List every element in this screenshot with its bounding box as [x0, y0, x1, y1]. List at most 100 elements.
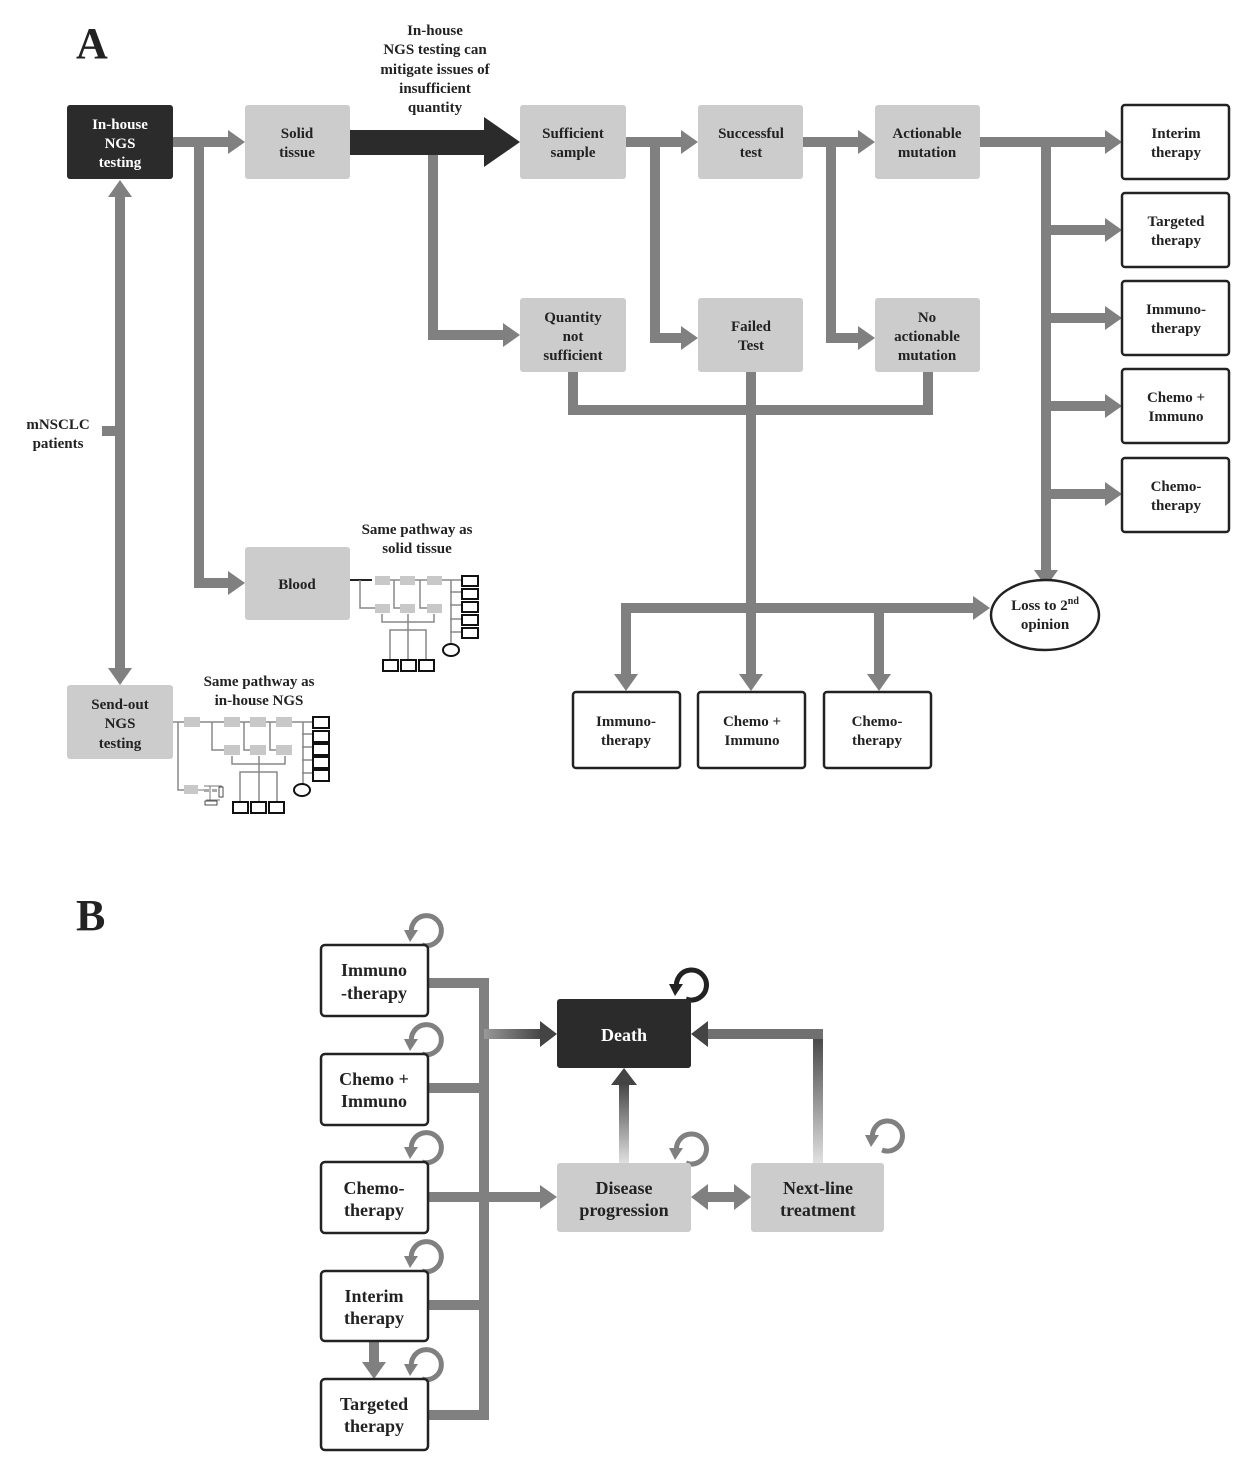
svg-text:Interim: Interim	[1151, 126, 1201, 142]
svg-text:Actionable: Actionable	[892, 126, 962, 142]
node-b-targeted-therapy: Targeted therapy	[319, 1377, 430, 1452]
svg-text:therapy: therapy	[852, 733, 902, 749]
svg-text:sufficient: sufficient	[543, 348, 602, 364]
svg-text:Test: Test	[738, 338, 764, 354]
svg-text:Send-out: Send-out	[91, 697, 149, 713]
svg-text:Immuno: Immuno	[1148, 409, 1203, 425]
node-sendout-ngs: Send-out NGS testing	[67, 685, 173, 759]
svg-text:mitigate issues of: mitigate issues of	[380, 62, 490, 78]
svg-text:tissue: tissue	[279, 145, 315, 161]
svg-text:Immuno: Immuno	[341, 1091, 407, 1111]
node-interim-therapy: Interim therapy	[1120, 103, 1231, 181]
note-blood-pathway: Same pathway as solid tissue	[362, 522, 473, 557]
node-b-chemotherapy: Chemo- therapy	[319, 1160, 430, 1235]
svg-text:Loss to 2nd: Loss to 2nd	[1011, 596, 1079, 614]
annotation-text: In-house NGS testing can mitigate issues…	[380, 23, 490, 116]
node-immunotherapy-bottom: Immuno- therapy	[571, 690, 682, 770]
svg-text:NGS testing can: NGS testing can	[383, 42, 487, 58]
svg-text:Immuno: Immuno	[724, 733, 779, 749]
svg-text:therapy: therapy	[344, 1308, 404, 1328]
note-sendout-pathway: Same pathway as in-house NGS	[204, 674, 315, 709]
svg-text:testing: testing	[99, 736, 142, 752]
svg-text:No: No	[918, 310, 936, 326]
mini-pathway-sendout	[173, 716, 330, 814]
svg-text:Chemo-: Chemo-	[344, 1178, 405, 1198]
svg-text:therapy: therapy	[344, 1416, 404, 1436]
svg-text:Quantity: Quantity	[544, 310, 602, 326]
svg-text:Chemo-: Chemo-	[852, 714, 903, 730]
svg-text:Death: Death	[601, 1025, 647, 1045]
svg-text:mNSCLC: mNSCLC	[26, 417, 89, 433]
node-successful-test: Successful test	[698, 105, 803, 179]
svg-text:Targeted: Targeted	[1148, 214, 1206, 230]
svg-text:quantity: quantity	[408, 100, 463, 116]
svg-text:Chemo-: Chemo-	[1151, 479, 1202, 495]
svg-text:mutation: mutation	[898, 145, 957, 161]
node-b-chemo-immuno: Chemo + Immuno	[319, 1052, 430, 1127]
svg-text:patients: patients	[33, 436, 84, 452]
node-chemotherapy-bottom: Chemo- therapy	[822, 690, 933, 770]
node-b-immunotherapy: Immuno -therapy	[319, 943, 430, 1018]
svg-text:opinion: opinion	[1021, 617, 1070, 633]
node-targeted-therapy: Targeted therapy	[1120, 191, 1231, 269]
svg-text:not: not	[563, 329, 584, 345]
svg-text:sample: sample	[551, 145, 596, 161]
svg-text:therapy: therapy	[1151, 498, 1201, 514]
node-b-death: Death	[557, 999, 691, 1068]
svg-text:In-house: In-house	[407, 23, 463, 39]
panel-a-label: A	[76, 19, 108, 68]
svg-text:Chemo +: Chemo +	[1147, 390, 1205, 406]
svg-text:progression: progression	[579, 1200, 668, 1220]
svg-text:mutation: mutation	[898, 348, 957, 364]
node-actionable-mutation: Actionable mutation	[875, 105, 980, 179]
svg-text:Same pathway as: Same pathway as	[204, 674, 315, 690]
mini-pathway-blood	[350, 575, 479, 672]
svg-text:therapy: therapy	[344, 1200, 404, 1220]
svg-text:Blood: Blood	[278, 577, 316, 593]
svg-text:solid tissue: solid tissue	[382, 541, 452, 557]
panel-b-label: B	[76, 891, 105, 940]
svg-text:in-house NGS: in-house NGS	[215, 693, 304, 709]
connectors-b	[362, 978, 823, 1420]
svg-text:Chemo +: Chemo +	[339, 1069, 409, 1089]
svg-text:Interim: Interim	[345, 1286, 404, 1306]
svg-text:therapy: therapy	[1151, 321, 1201, 337]
node-b-interim-therapy: Interim therapy	[319, 1269, 430, 1343]
svg-text:Chemo +: Chemo +	[723, 714, 781, 730]
node-no-actionable-mutation: No actionable mutation	[875, 298, 980, 372]
node-immunotherapy-right: Immuno- therapy	[1120, 279, 1231, 357]
svg-text:test: test	[740, 145, 763, 161]
node-solid-tissue: Solid tissue	[245, 105, 350, 179]
self-loops	[404, 913, 905, 1383]
node-inhouse-ngs: In-house NGS testing	[67, 105, 173, 179]
population-label: mNSCLC patients	[26, 417, 89, 452]
svg-text:Successful: Successful	[718, 126, 784, 142]
svg-text:Targeted: Targeted	[340, 1394, 408, 1414]
svg-text:therapy: therapy	[601, 733, 651, 749]
node-failed-test: Failed Test	[698, 298, 803, 372]
svg-text:Same pathway as: Same pathway as	[362, 522, 473, 538]
node-b-disease-progression: Disease progression	[557, 1163, 691, 1232]
svg-text:insufficient: insufficient	[399, 81, 471, 97]
node-chemo-immuno-bottom: Chemo + Immuno	[696, 690, 807, 770]
node-loss-to-second-opinion: Loss to 2nd opinion	[989, 578, 1101, 652]
svg-text:Solid: Solid	[281, 126, 314, 142]
svg-text:NGS: NGS	[105, 136, 136, 152]
svg-text:Sufficient: Sufficient	[542, 126, 604, 142]
svg-text:Failed: Failed	[731, 319, 772, 335]
svg-text:-therapy: -therapy	[341, 983, 407, 1003]
svg-text:therapy: therapy	[1151, 233, 1201, 249]
node-b-next-line-treatment: Next-line treatment	[751, 1163, 884, 1232]
svg-text:Disease: Disease	[596, 1178, 653, 1198]
svg-text:testing: testing	[99, 155, 142, 171]
svg-text:In-house: In-house	[92, 117, 148, 133]
node-chemotherapy-right: Chemo- therapy	[1120, 456, 1231, 534]
svg-text:treatment: treatment	[780, 1200, 856, 1220]
svg-text:actionable: actionable	[894, 329, 960, 345]
node-quantity-not-sufficient: Quantity not sufficient	[520, 298, 626, 372]
connectors-a	[102, 117, 1122, 691]
svg-text:Immuno-: Immuno-	[596, 714, 656, 730]
node-sufficient-sample: Sufficient sample	[520, 105, 626, 179]
svg-text:NGS: NGS	[105, 716, 136, 732]
